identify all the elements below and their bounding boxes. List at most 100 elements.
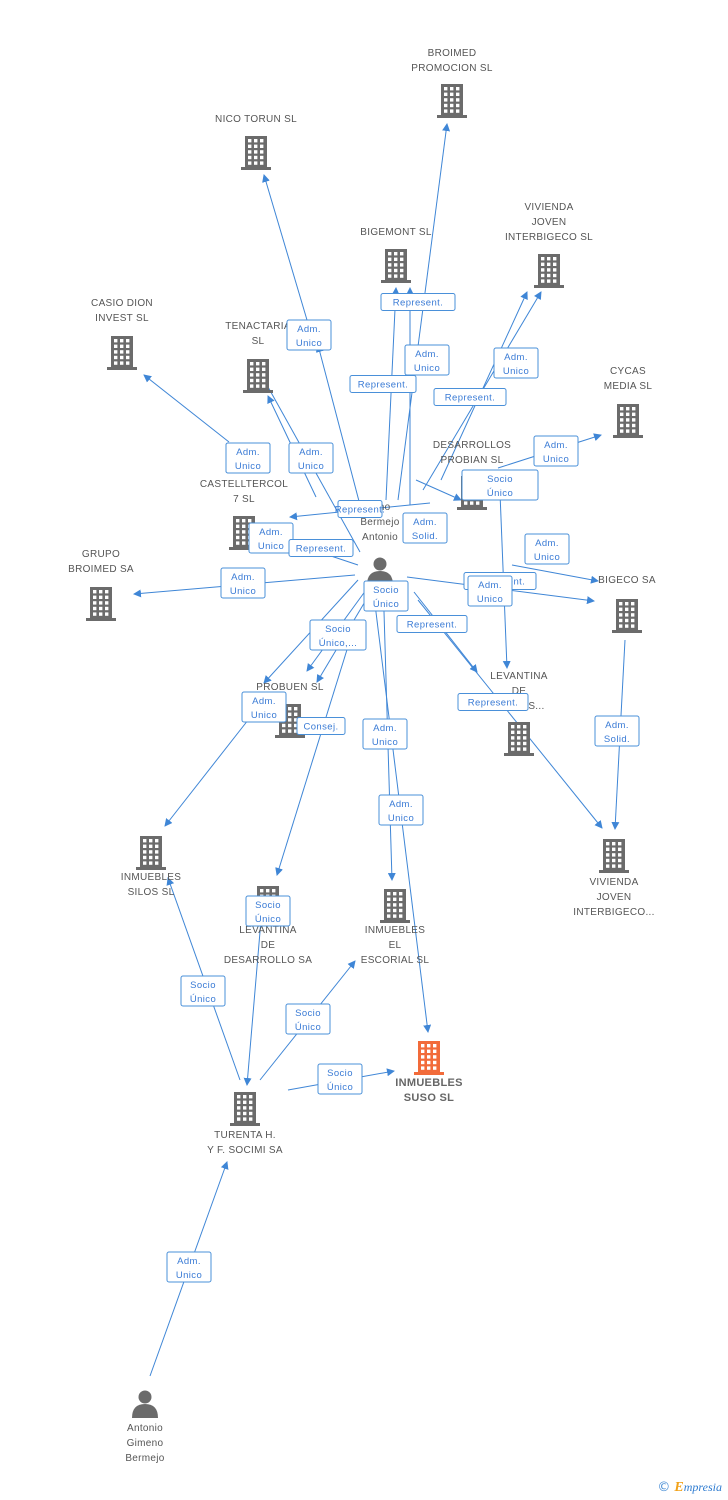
node-label-line: Antonio	[127, 1423, 163, 1434]
relationship-edge	[262, 174, 308, 321]
edge-label[interactable]: Adm.Unico	[286, 319, 332, 351]
company-node[interactable]: NICO TORUN SL	[215, 114, 297, 170]
edge-label-box	[288, 442, 334, 474]
building-window	[387, 903, 391, 907]
edge-label[interactable]: Adm.Unico	[378, 794, 424, 826]
edge-label[interactable]: Adm.Unico	[288, 442, 334, 474]
company-node[interactable]: LEVANTINADE...IONES...	[490, 671, 548, 756]
building-window	[632, 418, 636, 422]
building-window	[248, 150, 252, 154]
edge-label[interactable]: Adm.Unico	[467, 575, 513, 607]
edge-label[interactable]: Adm.Unico	[362, 718, 408, 750]
node-label-line: BIGECO SA	[598, 575, 656, 586]
building-window	[517, 736, 521, 740]
building-window	[105, 595, 109, 599]
node-label-line: INTERBIGECO SL	[505, 232, 593, 243]
building-window	[105, 590, 109, 594]
building-base	[275, 735, 305, 738]
edge-label[interactable]: Adm.Unico	[248, 522, 294, 554]
building-window	[427, 1060, 431, 1065]
edge-label[interactable]: Adm.Unico	[241, 691, 287, 723]
edge-label[interactable]: Represent.	[380, 293, 456, 311]
building-window	[541, 257, 545, 261]
building-window	[288, 712, 292, 716]
building-window	[618, 864, 622, 868]
building-window	[243, 1100, 247, 1104]
building-base	[229, 547, 259, 550]
building-window	[625, 607, 629, 611]
building-icon	[380, 889, 410, 923]
building-window	[149, 850, 153, 854]
building-window	[262, 373, 266, 377]
edge-label[interactable]: Adm.Unico	[220, 567, 266, 599]
building-window	[114, 350, 118, 354]
edge-label[interactable]: Adm.Unico	[533, 435, 579, 467]
edge-label[interactable]: Adm.Unico	[166, 1251, 212, 1283]
empresia-footer[interactable]: ©Empresia	[657, 1480, 722, 1496]
building-window	[612, 858, 616, 863]
edge-label[interactable]: Represent.	[349, 375, 417, 393]
edge-label[interactable]: Represent.	[335, 500, 385, 518]
building-window	[433, 1044, 437, 1048]
person-icon	[132, 1390, 158, 1418]
company-node[interactable]: BIGECO SA	[598, 575, 656, 633]
edge-label-text: Represent.	[358, 380, 408, 391]
building-window	[421, 1055, 425, 1059]
edge-label[interactable]: Adm.Unico	[524, 533, 570, 565]
edge-label[interactable]: Consej.	[296, 717, 346, 735]
building-window	[126, 361, 130, 365]
edge-label[interactable]: SocioÚnico,...	[309, 619, 367, 651]
building-icon	[504, 722, 534, 756]
building-window	[620, 418, 624, 422]
edge-label[interactable]: Adm.Unico	[404, 344, 450, 376]
building-window	[249, 1117, 253, 1121]
building-base	[136, 867, 166, 870]
edge-label[interactable]: Represent.	[433, 388, 507, 406]
edge-label[interactable]: Represent.	[288, 539, 354, 557]
company-node[interactable]: VIVIENDAJOVENINTERBIGECO...	[573, 839, 654, 918]
building-window	[450, 92, 454, 96]
building-window	[444, 87, 448, 91]
company-node[interactable]: BIGEMONT SL	[360, 227, 432, 283]
edge-label-text: Adm.	[299, 447, 323, 458]
edge-label[interactable]: Adm.Solid.	[594, 715, 640, 747]
edge-label-box	[533, 435, 579, 467]
edge-label-text: Unico	[388, 813, 414, 824]
edge-label[interactable]: Adm.Solid.	[402, 512, 448, 544]
building-icon	[599, 839, 629, 873]
building-window	[242, 535, 246, 540]
building-window	[262, 367, 266, 371]
building-window	[149, 855, 153, 860]
company-node[interactable]: TURENTA H.Y F. SOCIMI SA	[207, 1092, 283, 1156]
building-window	[450, 103, 454, 108]
building-window	[114, 344, 118, 348]
edge-label-text: Adm.	[605, 720, 629, 731]
edge-label[interactable]: Represent.	[396, 615, 468, 633]
building-window	[547, 262, 551, 266]
building-window	[394, 263, 398, 267]
edge-label[interactable]: Adm.Unico	[493, 347, 539, 379]
edge-label-text: Unico	[176, 1270, 202, 1281]
building-window	[256, 373, 260, 377]
building-window	[243, 1106, 247, 1110]
edge-label[interactable]: Represent.	[457, 693, 529, 711]
edge-label[interactable]: Adm.Unico	[225, 442, 271, 474]
building-base	[457, 507, 487, 510]
building-base	[504, 753, 534, 756]
